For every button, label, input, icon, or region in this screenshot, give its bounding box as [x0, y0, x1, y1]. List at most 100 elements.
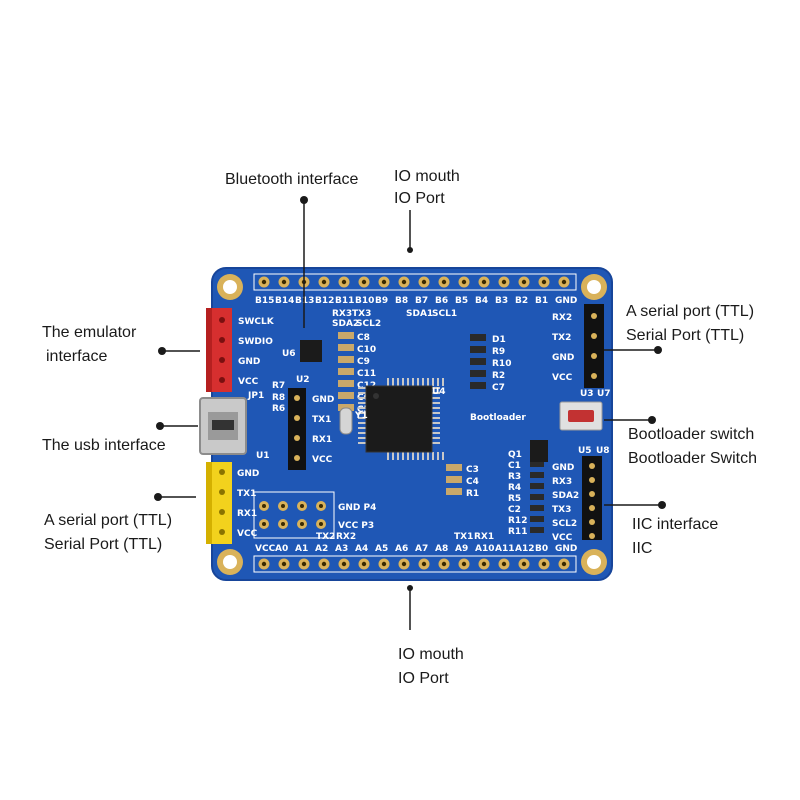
mcu-pin	[358, 427, 366, 429]
mcu-pin	[432, 407, 440, 409]
top-sub-label: RX3	[332, 309, 352, 319]
mcu-pin	[432, 397, 440, 399]
resistor-label: R2	[492, 371, 505, 381]
resistor-label: R12	[508, 516, 527, 526]
mcu-pin	[358, 402, 366, 404]
ref-label: R6	[272, 404, 285, 414]
io-top-callout-line1: IO mouth	[394, 168, 460, 185]
bottom-pin-label: A2	[315, 544, 328, 554]
mcu-pin	[432, 427, 440, 429]
mcu-pin	[417, 452, 419, 460]
p-pad-hole	[319, 522, 323, 526]
serial-right-callout-line1: A serial port (TTL)	[626, 303, 755, 320]
capacitor-label: C10	[357, 345, 376, 355]
bottom-pin-label: VCC	[255, 544, 276, 554]
top-header-outline	[253, 273, 577, 291]
mounting-holes	[217, 274, 607, 575]
ref-label: U6	[282, 349, 296, 359]
bootloader-silk-label: Bootloader	[470, 413, 526, 423]
resistor-label: C3	[466, 465, 479, 475]
mcu-pin	[437, 378, 439, 386]
capacitor	[338, 368, 354, 375]
mcu-pin	[387, 452, 389, 460]
p-pad-hole	[300, 522, 304, 526]
resistor	[470, 346, 486, 353]
capacitor-label: C11	[357, 369, 376, 379]
bottom-pad-hole	[501, 561, 507, 567]
mcu-pin	[412, 452, 414, 460]
bottom-pad-hole	[341, 561, 347, 567]
top-sub-label: SCL1	[432, 309, 457, 319]
iic-header	[582, 456, 602, 540]
mcu-pin	[358, 407, 366, 409]
bottom-sub-label: TX2	[316, 532, 335, 542]
mcu-pin	[432, 437, 440, 439]
left-serial-pin-label: RX1	[237, 509, 257, 519]
mcu-pin	[417, 378, 419, 386]
mcu-pin	[387, 378, 389, 386]
p-pad-hole	[319, 504, 323, 508]
bottom-pin-label: A3	[335, 544, 348, 554]
top-pin-label: B2	[515, 296, 528, 306]
top-pad-hole	[281, 279, 287, 285]
top-pin-label: B4	[475, 296, 488, 306]
bottom-pad-hole	[381, 561, 387, 567]
left-serial-pin-label: GND	[237, 469, 259, 479]
right-serial-pin-label: RX2	[552, 313, 572, 323]
u6-chip	[300, 340, 322, 362]
bottom-pin-label: A5	[375, 544, 388, 554]
p-pad-hole	[281, 504, 285, 508]
ref-label: JP1	[247, 391, 264, 401]
resistor	[530, 527, 544, 533]
bt-pin-label: TX1	[312, 415, 331, 425]
bottom-pin-label: A4	[355, 544, 368, 554]
top-pin-label: B8	[395, 296, 408, 306]
serial-left-callout-line1: A serial port (TTL)	[44, 512, 173, 529]
bottom-pin-label: A6	[395, 544, 408, 554]
mcu-pin	[392, 378, 394, 386]
top-pad-hole	[501, 279, 507, 285]
iic-pin-label: SCL2	[552, 519, 577, 529]
bottom-pin-label: A1	[295, 544, 308, 554]
swd-pin-label: VCC	[238, 377, 259, 387]
top-pin-label: B14	[275, 296, 294, 306]
bottom-pad-hole	[421, 561, 427, 567]
resistor	[446, 464, 462, 471]
mcu-pin	[407, 378, 409, 386]
capacitor	[338, 380, 354, 387]
bottom-pad-hole	[561, 561, 567, 567]
bt-pin-label: GND	[312, 395, 334, 405]
top-pad-hole	[401, 279, 407, 285]
capacitor	[338, 356, 354, 363]
right-serial-pin-label: TX2	[552, 333, 571, 343]
mcu-pin	[397, 378, 399, 386]
mcu-pin	[427, 452, 429, 460]
capacitor	[338, 344, 354, 351]
bottom-pad-hole	[461, 561, 467, 567]
mcu-pin	[358, 422, 366, 424]
mcu-pin	[432, 392, 440, 394]
top-sub-label: TX3	[352, 309, 371, 319]
resistor-label: R5	[508, 494, 521, 504]
capacitor-label: C8	[357, 333, 370, 343]
bt-pin-label: RX1	[312, 435, 332, 445]
ref-label: U3	[580, 389, 594, 399]
mcu-pin	[437, 452, 439, 460]
serial-right-callout-line2: Serial Port (TTL)	[626, 327, 745, 344]
ref-label: Y1	[354, 411, 368, 421]
top-sub-label: SDA2	[332, 319, 359, 329]
mcu-pin	[407, 452, 409, 460]
top-pad-hole	[321, 279, 327, 285]
mcu-pin	[432, 442, 440, 444]
iic-pin-label: RX3	[552, 477, 572, 487]
resistor-label: Q1	[508, 450, 522, 460]
iic-pin-label: VCC	[552, 533, 573, 543]
bottom-pad-hole	[321, 561, 327, 567]
right-serial-pin-label: GND	[552, 353, 574, 363]
bootloader-callout-line1: Bootloader switch	[628, 426, 755, 443]
top-pin-label: B11	[335, 296, 354, 306]
